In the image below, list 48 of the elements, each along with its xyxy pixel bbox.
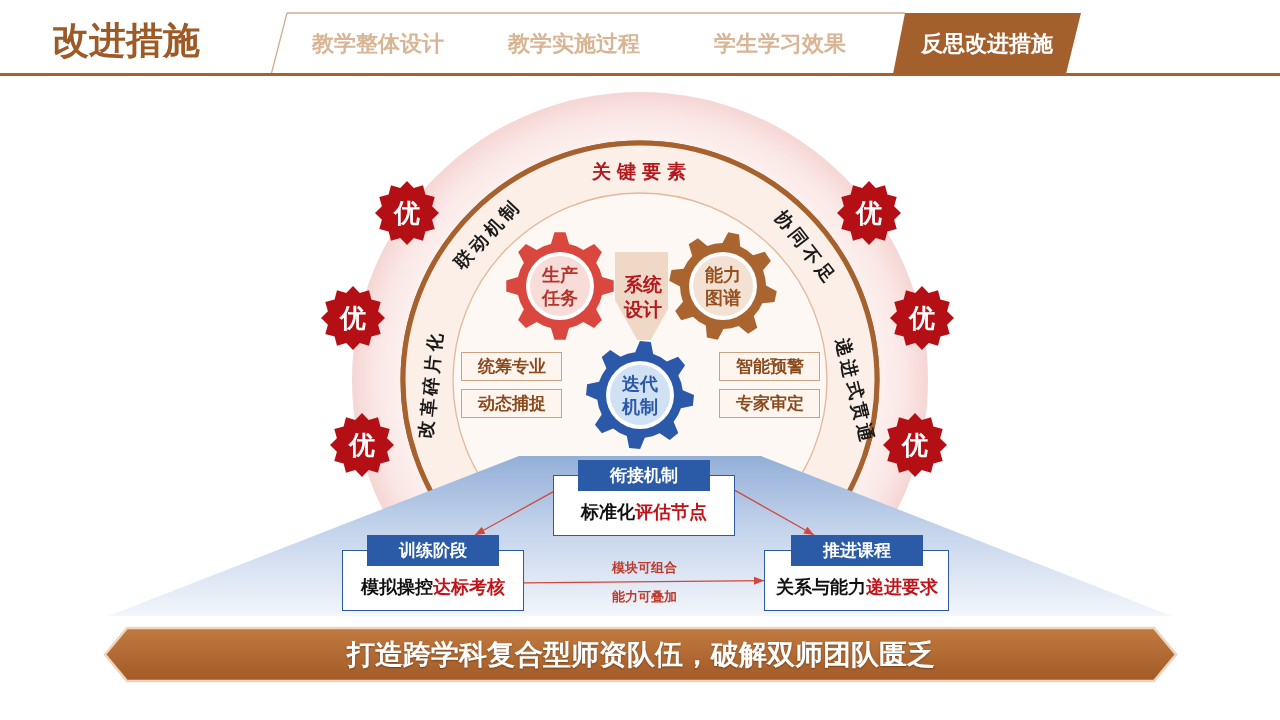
keyword-tag: 动态捕捉 — [461, 389, 562, 418]
arrow — [523, 576, 765, 585]
badge-label: 优 — [394, 198, 420, 228]
gear — [585, 340, 695, 450]
card — [342, 535, 524, 611]
triangle-label: 系统设计 — [623, 272, 663, 322]
keyword-tag: 专家审定 — [719, 389, 820, 418]
ring-heading: 关键要素 — [592, 160, 692, 182]
annotation-text: 能力可叠加 — [611, 588, 677, 605]
card — [764, 535, 949, 611]
starburst-badge — [321, 286, 385, 350]
page-title: 改进措施 — [52, 17, 200, 64]
active-tab: 反思改进措施 — [893, 13, 1081, 74]
edge-label: 模块可组合 — [611, 559, 677, 576]
keyword-tag: 智能预警 — [719, 352, 820, 381]
banner — [103, 626, 1178, 683]
arc-label: 递进式贯通 — [831, 335, 879, 449]
card-header: 训练阶段 — [367, 535, 499, 566]
arrow — [474, 491, 554, 536]
banner-text: 打造跨学科复合型师资队伍，破解双师团队匮乏 — [346, 637, 935, 672]
badge-label: 优 — [856, 198, 882, 228]
starburst-badge — [837, 181, 901, 245]
badge-label: 优 — [902, 430, 928, 460]
arc-label: 联动机制 — [449, 194, 527, 274]
card-header: 衔接机制 — [578, 460, 710, 491]
arc-label: 改革碎片化 — [414, 328, 448, 440]
card-text: 标准化评估节点 — [581, 500, 707, 524]
gear-label: 能力图谱 — [704, 263, 742, 309]
arrow — [734, 489, 815, 536]
starburst-badge — [330, 413, 394, 477]
arc-label: 协同不足 — [770, 206, 842, 290]
card-text: 模拟操控达标考核 — [361, 575, 505, 599]
nav-tab-label: 教学实施过程 — [508, 30, 640, 58]
badge-label: 优 — [340, 303, 366, 333]
gear-label: 迭代机制 — [621, 372, 659, 418]
card-header: 推进课程 — [790, 535, 923, 566]
nav-tab-label: 学生学习效果 — [714, 30, 846, 58]
keyword-tag: 统筹专业 — [461, 352, 562, 381]
gear — [505, 231, 615, 341]
gear-label: 生产任务 — [541, 263, 579, 309]
starburst-badge — [883, 413, 947, 477]
card-text: 关系与能力递进要求 — [775, 575, 938, 599]
triangle-panel — [615, 252, 668, 340]
starburst-badge — [375, 181, 439, 245]
badge-label: 优 — [909, 303, 935, 333]
starburst-badge — [890, 286, 954, 350]
badge-label: 优 — [349, 430, 375, 460]
nav-tab-label: 教学整体设计 — [312, 30, 444, 58]
